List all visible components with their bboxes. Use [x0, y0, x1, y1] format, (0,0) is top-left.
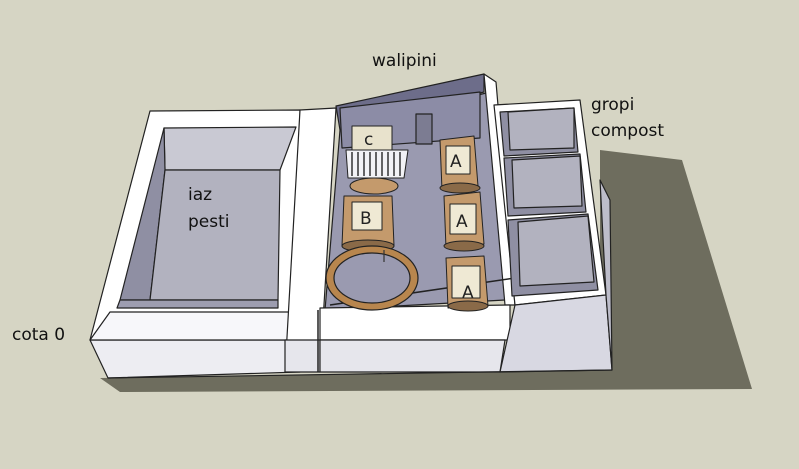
container-c-label: c	[364, 130, 373, 150]
container-a-1	[439, 135, 481, 194]
container-a-3-label: A	[462, 283, 474, 303]
container-c	[345, 125, 409, 195]
base-edge	[107, 369, 613, 379]
container-b-label: B	[360, 209, 372, 229]
fish-pond-block	[89, 109, 301, 379]
label-gropi: gropi	[591, 95, 634, 115]
compost-pits-block	[493, 99, 613, 373]
container-a-3	[445, 255, 489, 312]
round-tank	[325, 245, 419, 311]
label-cota-0: cota 0	[12, 325, 65, 345]
container-a-1-label: A	[450, 152, 462, 172]
container-a-2	[443, 191, 485, 252]
label-iaz: iaz	[188, 185, 212, 205]
label-pesti: pesti	[188, 212, 230, 232]
label-walipini: walipini	[372, 51, 437, 71]
container-a-2-label: A	[456, 212, 468, 232]
label-compost: compost	[591, 121, 664, 141]
